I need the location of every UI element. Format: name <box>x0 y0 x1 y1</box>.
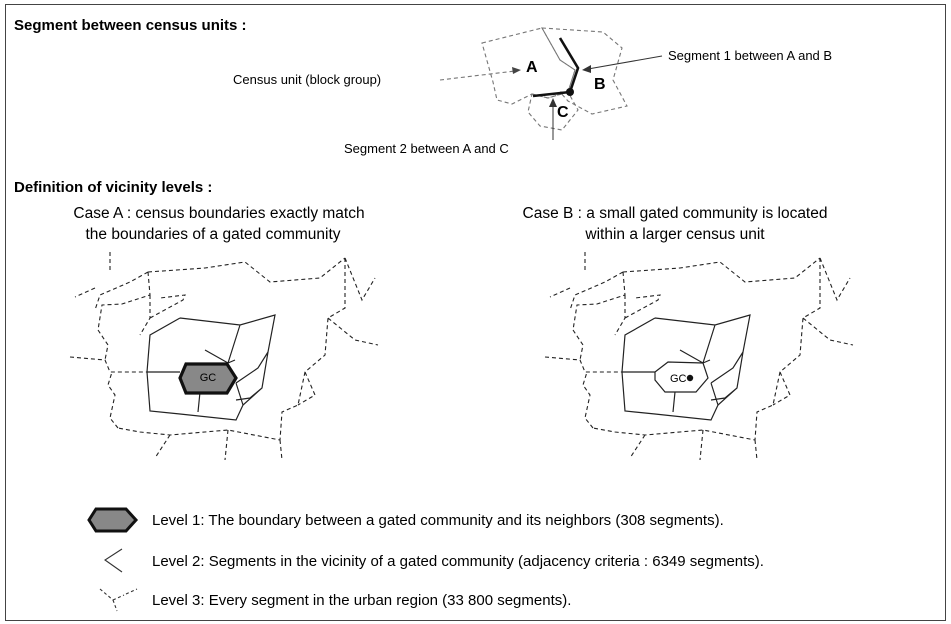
segment-1-label: Segment 1 between A and B <box>668 48 832 63</box>
segment-1-line <box>558 37 580 93</box>
case-a-map: GC <box>69 252 379 461</box>
segment-1-leader <box>587 55 663 70</box>
case-b-urban-dashed-network <box>544 252 854 461</box>
census-unit-label: Census unit (block group) <box>233 72 381 87</box>
legend-level1-icon <box>87 507 139 533</box>
legend-level3-icon <box>99 588 138 612</box>
legend: Level 1: The boundary between a gated co… <box>87 507 764 612</box>
unit-a-label: A <box>526 59 538 76</box>
segment-2-line <box>532 90 571 98</box>
case-b-title-line2: within a larger census unit <box>584 226 765 243</box>
legend-level2-text: Level 2: Segments in the vicinity of a g… <box>152 553 764 570</box>
unit-b-label: B <box>594 76 606 93</box>
segment-2-label: Segment 2 between A and C <box>344 141 509 156</box>
case-b-census-solid-network <box>621 314 751 421</box>
case-a-gated-community <box>178 362 238 395</box>
segment-2-arrowhead <box>549 98 557 107</box>
census-unit-a-outline <box>481 27 576 105</box>
segment-junction-dot <box>566 88 574 96</box>
census-unit-leader <box>439 70 516 81</box>
case-b-map: GC <box>544 252 854 461</box>
case-b-gc-dot <box>686 374 694 382</box>
segment-example: A B C Census unit (block group) Segment … <box>233 27 832 156</box>
unit-c-label: C <box>557 104 569 121</box>
legend-level2-icon <box>104 548 123 573</box>
census-unit-c-outline <box>527 91 579 131</box>
case-a-title-line2: the boundaries of a gated community <box>85 226 340 243</box>
segment-1-arrowhead <box>582 65 591 73</box>
legend-level1-text: Level 1: The boundary between a gated co… <box>152 512 724 529</box>
case-a-urban-dashed-network <box>69 252 379 461</box>
case-a-title-line1: Case A : census boundaries exactly match <box>73 205 364 222</box>
case-a-gc-label: GC <box>200 372 217 384</box>
case-b-title-line1: Case B : a small gated community is loca… <box>523 205 828 222</box>
figure-border <box>5 4 946 621</box>
case-b-gc-label: GC <box>670 373 687 385</box>
census-unit-arrowhead <box>512 67 521 74</box>
legend-level3-text: Level 3: Every segment in the urban regi… <box>152 592 571 609</box>
section2-title: Definition of vicinity levels : <box>14 179 212 196</box>
section1-title: Segment between census units : <box>14 17 247 34</box>
census-unit-b-outline <box>541 27 628 115</box>
